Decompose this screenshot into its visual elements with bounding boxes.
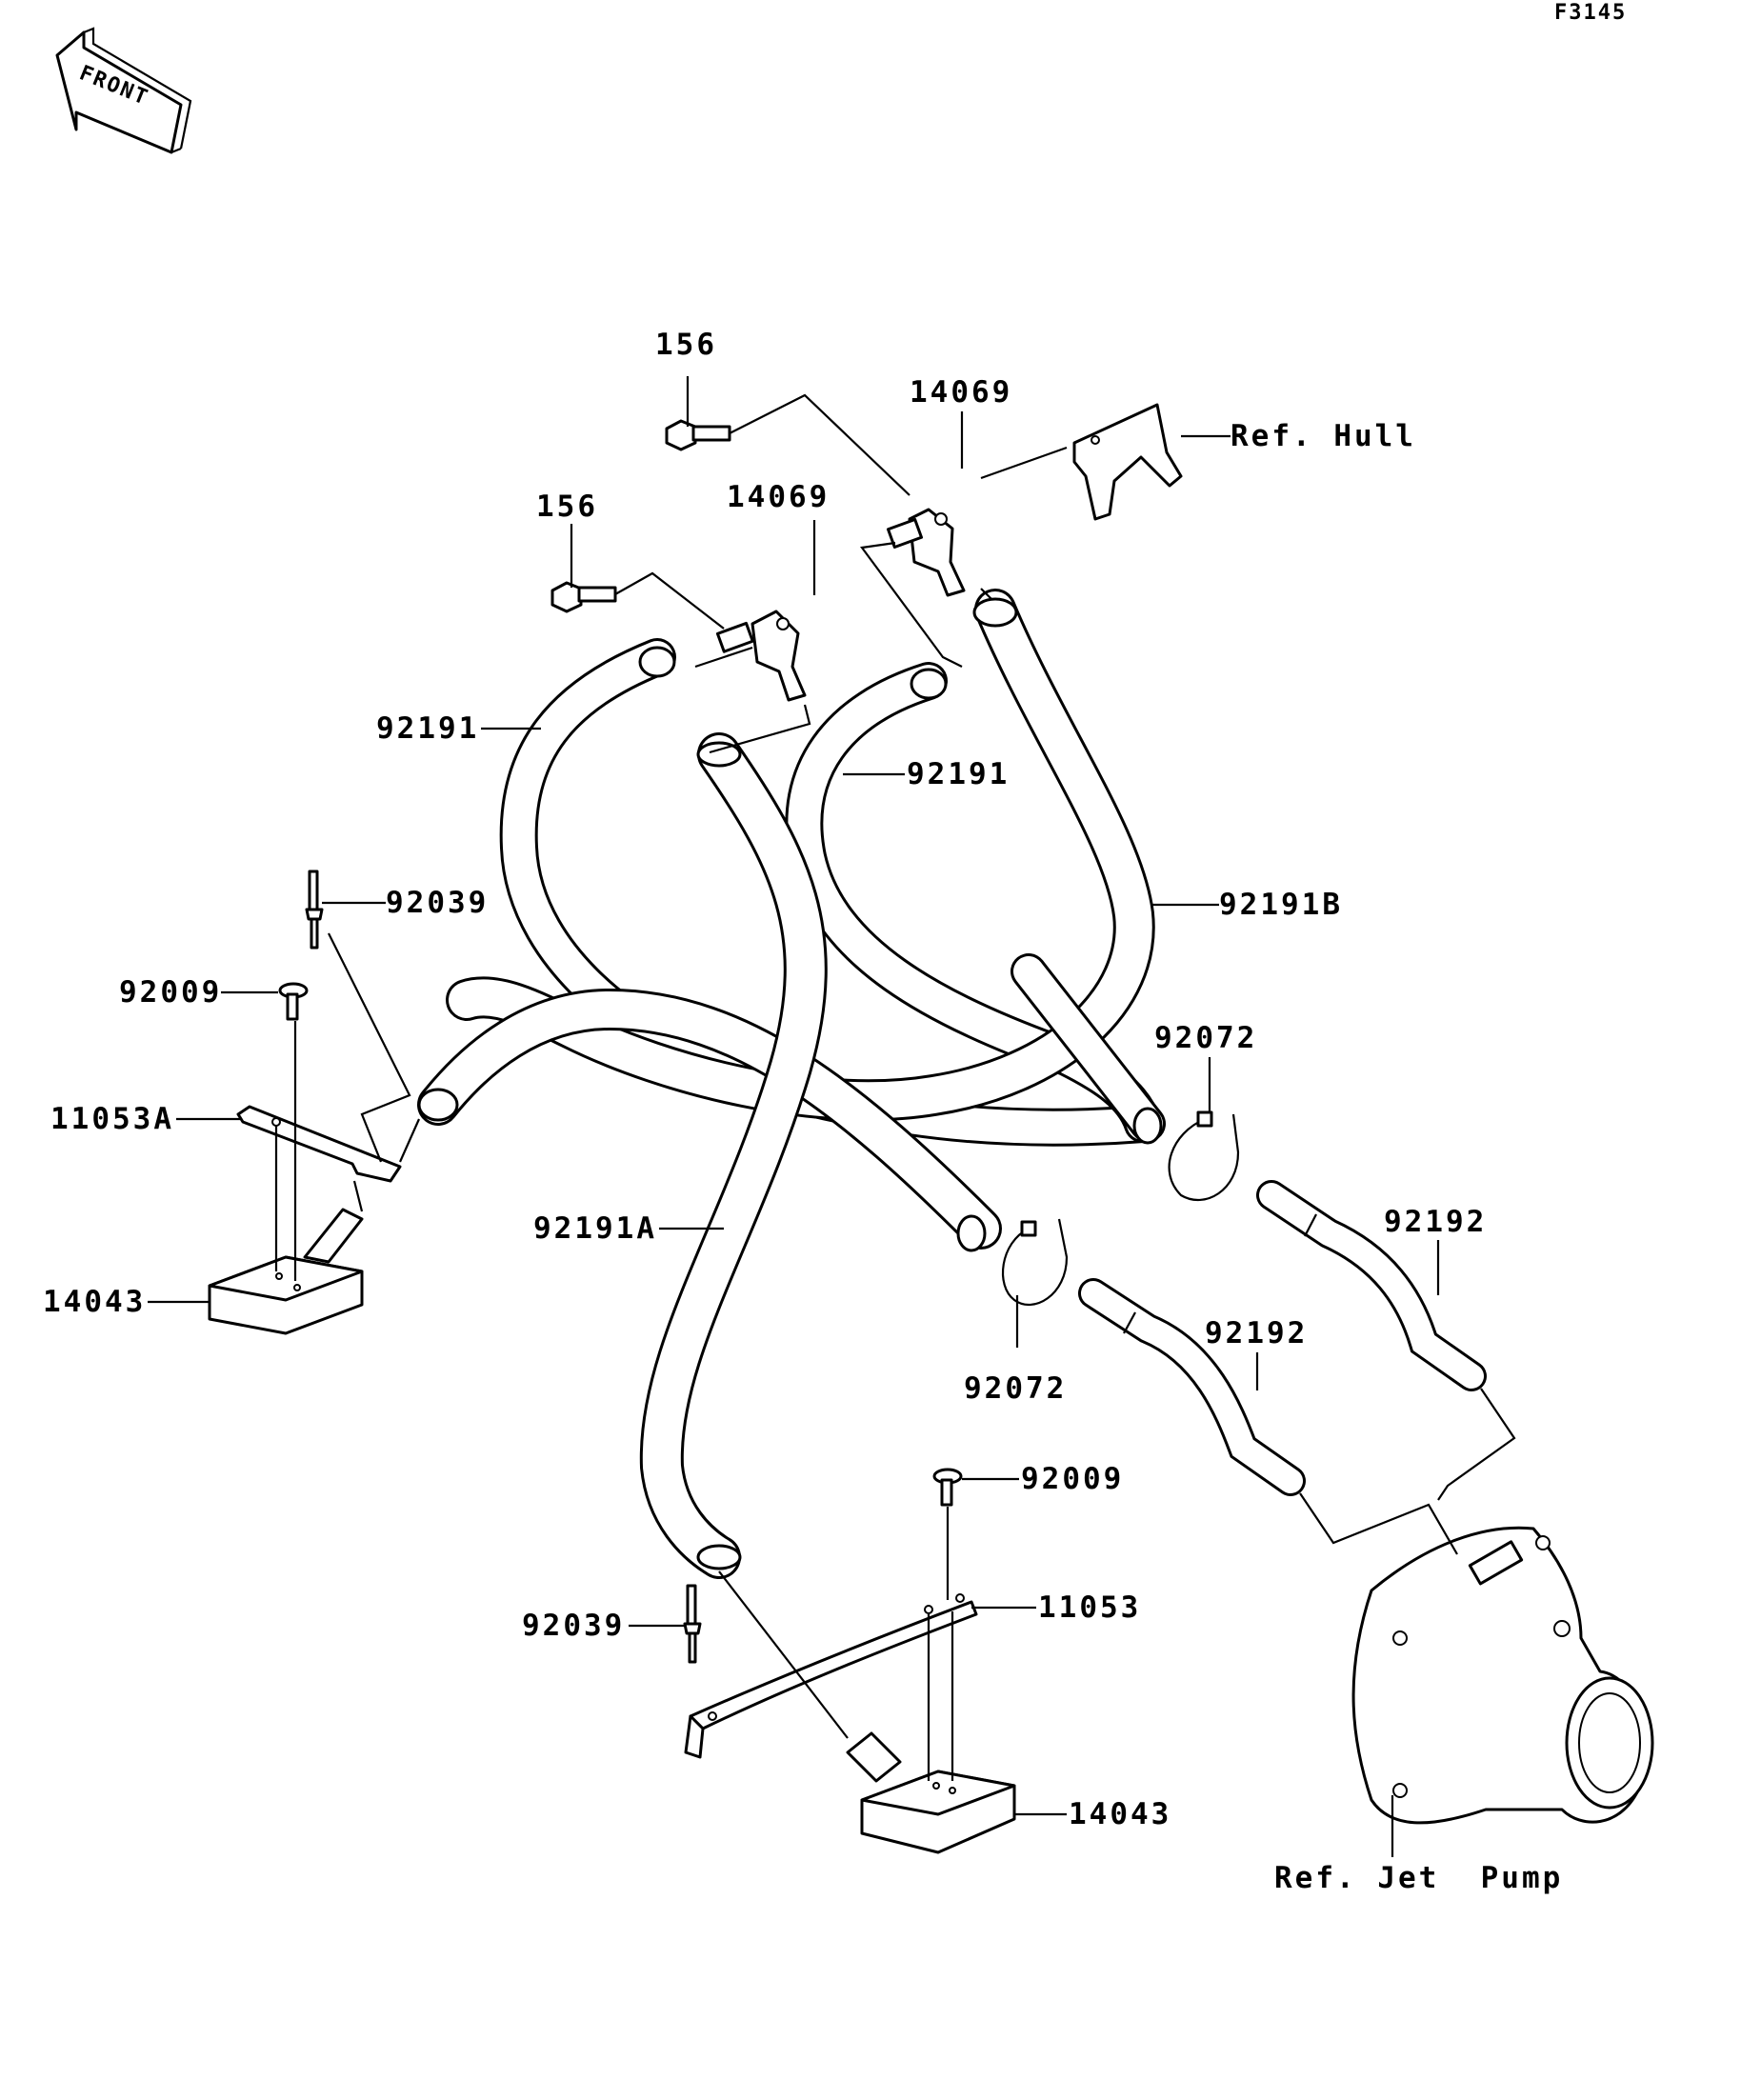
label-92192-upper: 92192 xyxy=(1384,1205,1487,1239)
label-92192-lower: 92192 xyxy=(1205,1316,1308,1350)
screw-92009-upper-icon xyxy=(278,982,309,1021)
bolt-156-lower-icon xyxy=(550,581,617,613)
tube-92192-lower xyxy=(1078,1278,1306,1496)
strainer-14043-left xyxy=(208,1208,364,1335)
label-92039-upper: 92039 xyxy=(386,886,489,920)
label-92191B: 92191B xyxy=(1219,888,1343,922)
label-14043-right: 14043 xyxy=(1069,1797,1171,1831)
band-92072-upper-icon xyxy=(1168,1110,1240,1201)
screw-92009-lower-icon xyxy=(932,1468,963,1507)
label-ref-jet-pump: Ref. Jet Pump xyxy=(1274,1861,1563,1895)
fitting-14069-upper xyxy=(886,508,966,597)
label-14043-left: 14043 xyxy=(43,1285,146,1319)
rivet-92039-lower-icon xyxy=(683,1584,702,1664)
leader-lines xyxy=(148,376,1516,1857)
jet-pump xyxy=(1351,1526,1654,1825)
label-ref-hull: Ref. Hull xyxy=(1231,419,1416,453)
label-92191-left: 92191 xyxy=(376,711,479,746)
figure-code: F3145 xyxy=(1554,1,1627,25)
hose-outlet-left xyxy=(417,988,1002,1252)
hose-straight-lower xyxy=(1011,953,1166,1145)
label-92039-lower: 92039 xyxy=(522,1609,625,1643)
label-156-lower: 156 xyxy=(536,490,598,524)
label-92072-lower: 92072 xyxy=(964,1371,1067,1406)
bracket-11053A xyxy=(236,1105,402,1183)
hull-bracket xyxy=(1072,403,1183,521)
label-92191-right: 92191 xyxy=(907,757,1010,791)
strainer-14043-right xyxy=(846,1731,1016,1854)
bracket-11053 xyxy=(684,1593,978,1759)
bolt-156-upper-icon xyxy=(665,419,731,451)
fitting-14069-lower xyxy=(715,610,807,702)
label-14069-lower: 14069 xyxy=(727,480,830,514)
label-156-upper: 156 xyxy=(655,328,717,362)
label-92009-lower: 92009 xyxy=(1021,1462,1124,1496)
label-14069-upper: 14069 xyxy=(910,375,1012,410)
rivet-92039-upper-icon xyxy=(305,870,324,950)
label-11053: 11053 xyxy=(1038,1590,1141,1625)
hose-92191A xyxy=(639,732,828,1579)
front-arrow-icon: FRONT xyxy=(55,27,192,154)
label-92191A: 92191A xyxy=(533,1211,657,1246)
tube-92192-upper xyxy=(1256,1180,1487,1391)
label-92072-upper: 92072 xyxy=(1154,1021,1257,1055)
label-11053A: 11053A xyxy=(50,1102,174,1136)
label-92009-upper: 92009 xyxy=(119,975,222,1010)
band-92072-lower-icon xyxy=(1001,1218,1069,1306)
